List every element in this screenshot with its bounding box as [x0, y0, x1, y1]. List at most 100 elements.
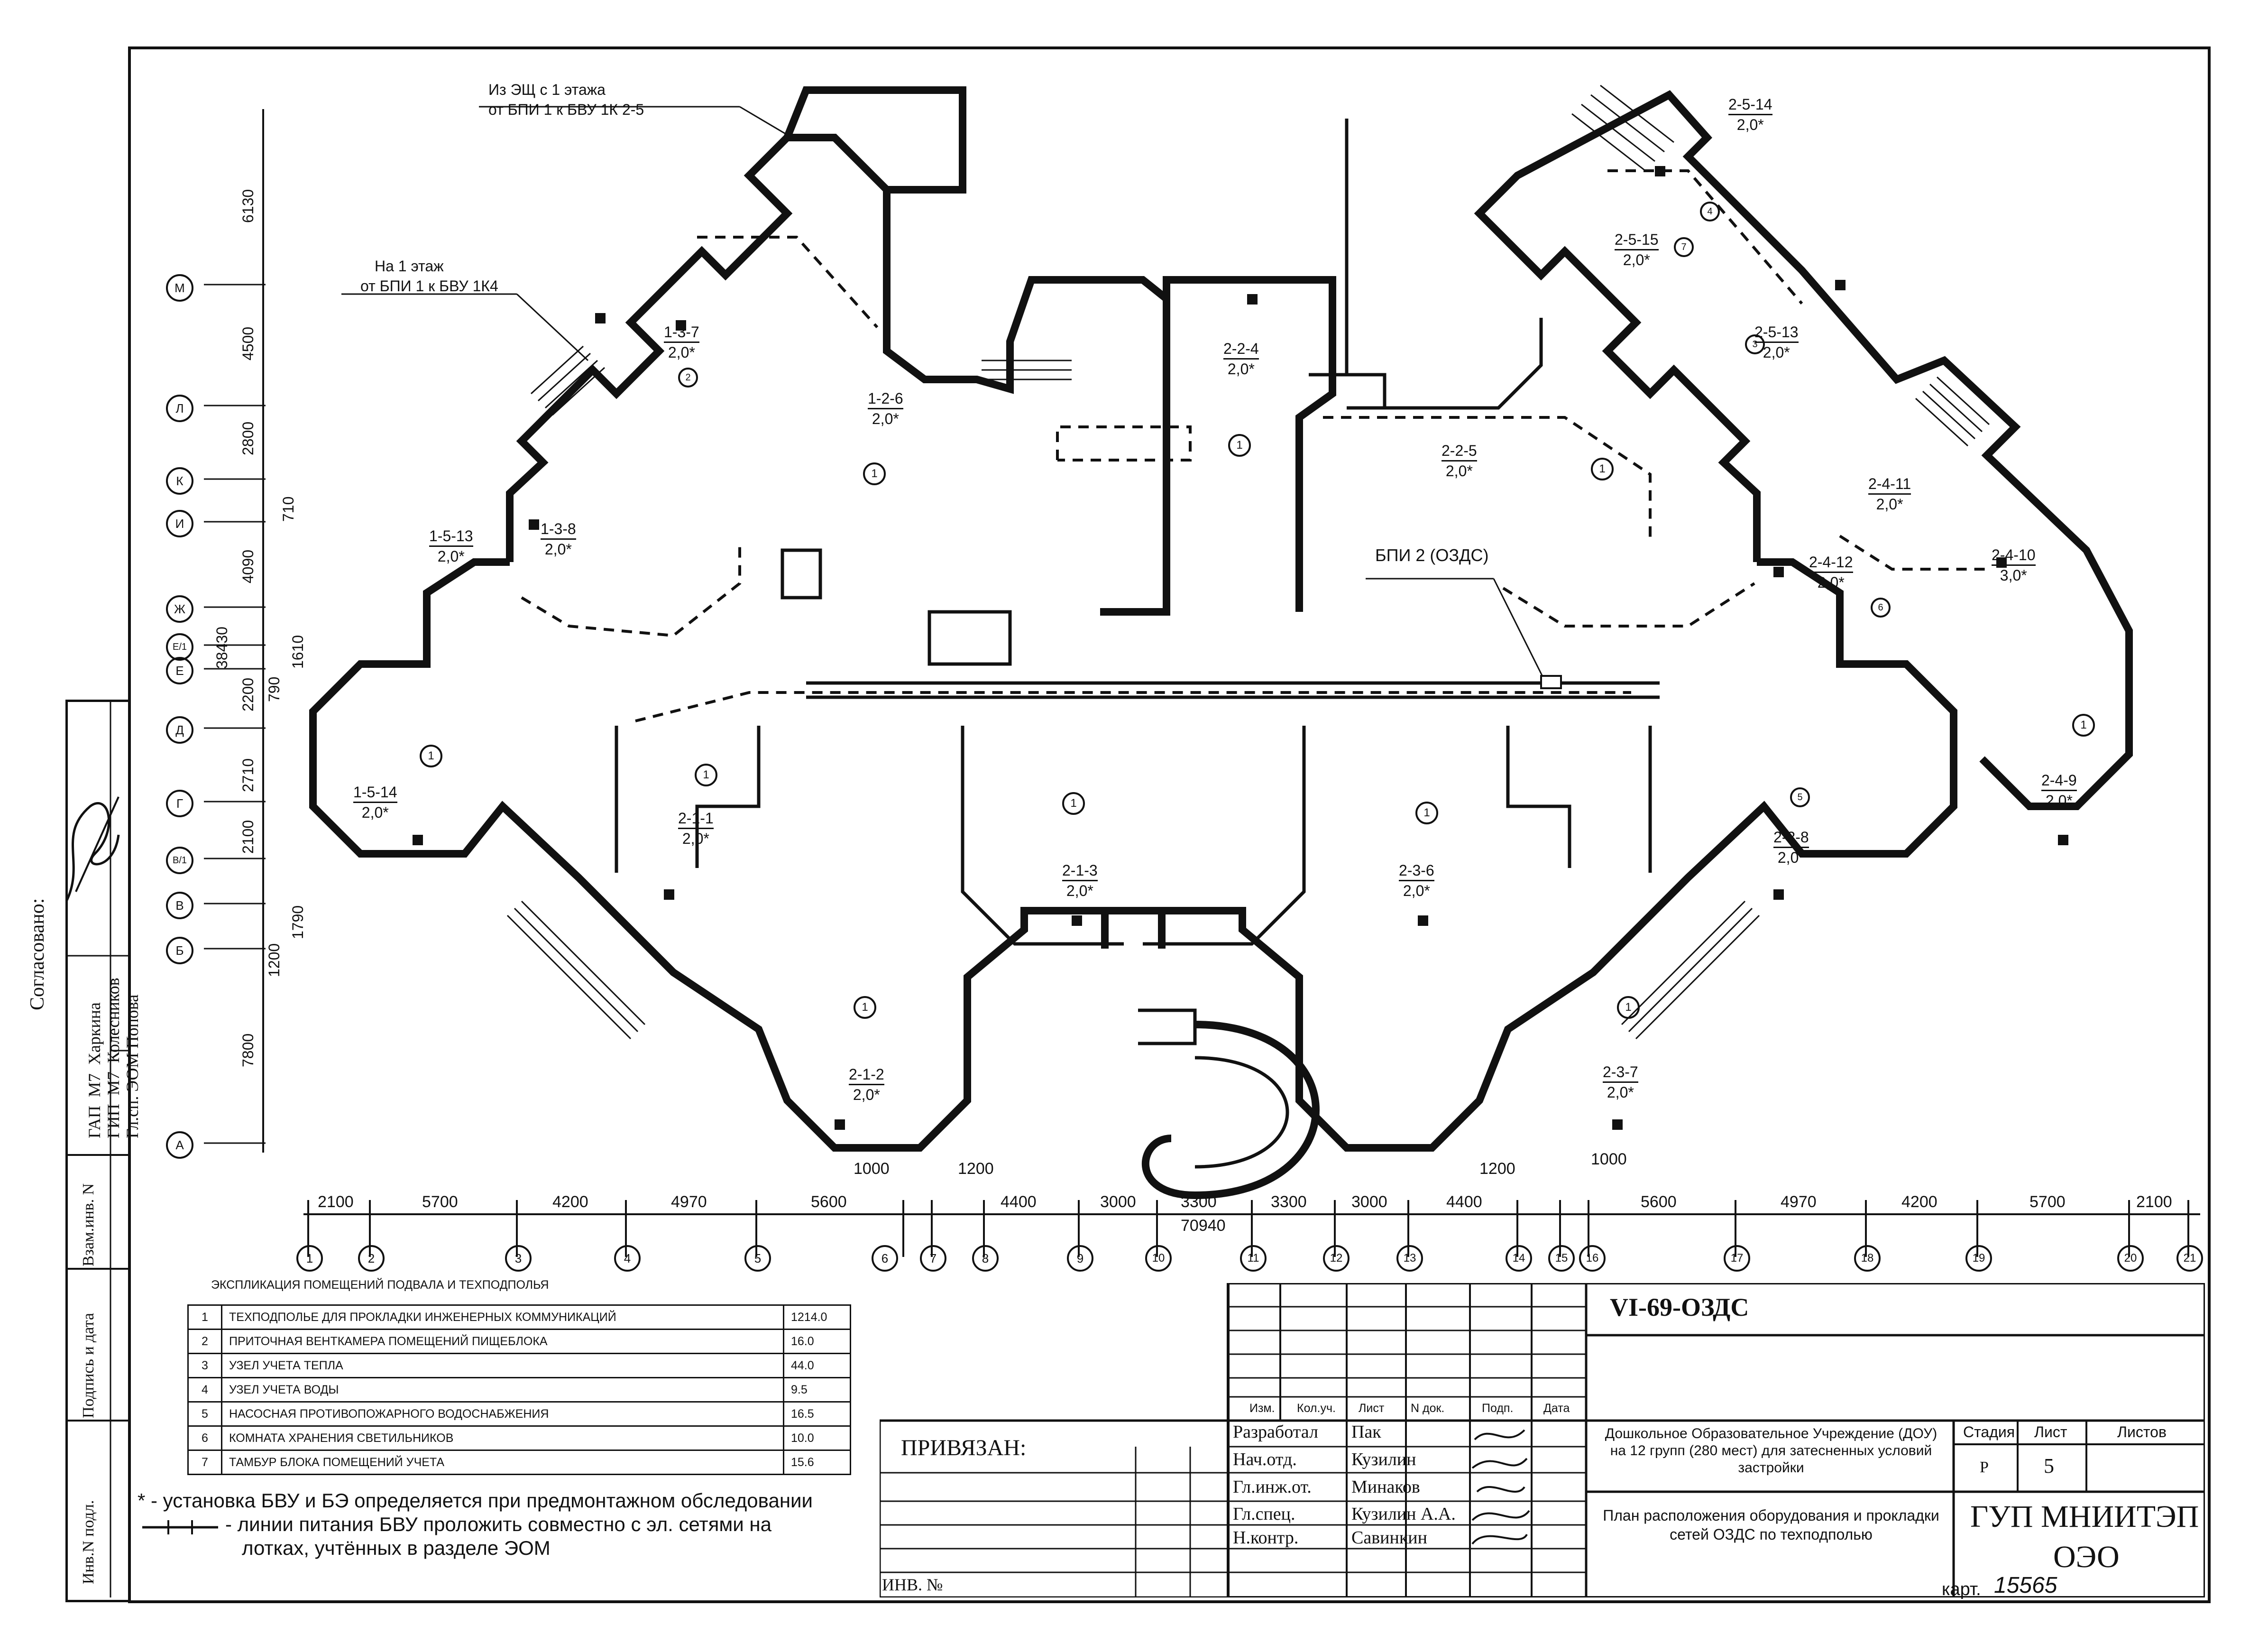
org-name: ГУП МНИИТЭП [1970, 1499, 2199, 1534]
note-from-eshch: Из ЭЩ с 1 этажа от БПИ 1 к БВУ 1К 2-5 [488, 81, 644, 118]
axis-5: 5 [744, 1245, 771, 1272]
dim-1000-left: 1000 [854, 1160, 890, 1178]
vdim-2200: 2200 [239, 677, 257, 711]
hdim-9: 3000 [1351, 1193, 1387, 1211]
inv-no-label: ИНВ. № [882, 1575, 943, 1594]
vdim-790: 790 [266, 676, 283, 702]
axis-a: А [166, 1131, 193, 1159]
signatures [1468, 1421, 1534, 1565]
room-mark: 1 [695, 764, 717, 786]
staff-name: Кузилин А.А. [1351, 1504, 1456, 1524]
drawing-code: VI-69-ОЗДС [1610, 1293, 1749, 1321]
axis-l: Л [166, 395, 193, 422]
staff-role: Нач.отд. [1233, 1450, 1297, 1469]
vdim-710: 710 [280, 496, 297, 522]
title-block: VI-69-ОЗДС ПРИВЯЗАН: ИНВ. № Изм. Кол.уч.… [880, 1283, 2205, 1599]
room-mark: 1 [1591, 458, 1614, 480]
room-mark: 5 [1790, 787, 1810, 807]
room-mark: 2 [678, 368, 698, 388]
note-bvu-install: * - установка БВУ и БЭ определяется при … [138, 1489, 813, 1512]
hdim-10: 4400 [1446, 1193, 1482, 1211]
axis-b: Б [166, 937, 193, 964]
dashed-partitions [521, 169, 1992, 722]
axis-e: Е [166, 657, 193, 684]
explication-title: экспликация помещений подвала и техподпо… [211, 1278, 549, 1292]
axis-13: 13 [1396, 1245, 1423, 1272]
staff-name: Кузилин [1351, 1450, 1416, 1469]
axis-7: 7 [920, 1245, 946, 1272]
room-mark: 6 [1871, 598, 1891, 618]
room-mark: 1 [1415, 802, 1438, 824]
stage-value: Р [1980, 1459, 1989, 1476]
sheet-value: 5 [2044, 1454, 2054, 1477]
dim-1000-right: 1000 [1591, 1150, 1627, 1168]
axis-14: 14 [1506, 1245, 1532, 1272]
axis-21: 21 [2176, 1245, 2203, 1272]
hdim-6: 3000 [1100, 1193, 1136, 1211]
hdim-13: 4200 [1901, 1193, 1937, 1211]
vdim-38430: 38430 [213, 627, 230, 669]
vdim-7800: 7800 [239, 1033, 257, 1067]
vdim-4500: 4500 [239, 326, 257, 360]
sheets-header: Листов [2117, 1423, 2167, 1440]
sheet-title: План расположения оборудования и проклад… [1603, 1507, 1939, 1543]
room-mark: 1 [2072, 714, 2095, 737]
staff-name: Пак [1351, 1422, 1381, 1442]
room-mark: 1 [854, 996, 876, 1019]
note-power-lines-2: лотках, учтённых в разделе ЭОМ [242, 1537, 551, 1559]
vdim-2100: 2100 [239, 820, 257, 854]
axis-v1: В/1 [166, 847, 193, 874]
staff-role: Н.контр. [1233, 1528, 1299, 1548]
axis-10: 10 [1145, 1245, 1172, 1272]
room-mark: 1 [1228, 434, 1251, 457]
head-list: Лист [1359, 1402, 1385, 1415]
axis-6: 6 [872, 1245, 898, 1272]
staff-role: Гл.инж.от. [1233, 1477, 1312, 1497]
project-name: Дошкольное Образовательное Учреждение (Д… [1605, 1426, 1937, 1476]
staff-name: Савинкин [1351, 1528, 1427, 1548]
head-ndoc: N док. [1411, 1402, 1445, 1415]
hdim-14: 5700 [2029, 1193, 2066, 1211]
staff-role: Разработал [1233, 1422, 1318, 1442]
side-stamp-lines [65, 700, 131, 1597]
dim-1200-left: 1200 [958, 1160, 994, 1178]
hdim-2: 4200 [552, 1193, 588, 1211]
room-mark: 1 [863, 462, 886, 485]
axis-v: В [166, 892, 193, 919]
axis-i: И [166, 510, 193, 537]
axis-3: 3 [505, 1245, 532, 1272]
axis-18: 18 [1854, 1245, 1881, 1272]
total-dimension: 70940 [1181, 1217, 1226, 1235]
kart-label: карт. [1942, 1579, 1981, 1599]
dim-1200-right: 1200 [1479, 1160, 1515, 1178]
room-mark: 3 [1745, 334, 1765, 354]
hdim-15: 2100 [2136, 1193, 2172, 1211]
head-kol: Кол.уч. [1297, 1402, 1336, 1415]
axis-1: 1 [296, 1245, 323, 1272]
bpi2-label: БПИ 2 (ОЗДС) [1375, 545, 1489, 565]
vdim-1610: 1610 [289, 635, 306, 669]
axis-k: К [166, 467, 193, 495]
leader-lines [341, 106, 1547, 683]
hdim-11: 5600 [1641, 1193, 1677, 1211]
axis-zh: Ж [166, 595, 193, 623]
axis-4: 4 [614, 1245, 641, 1272]
head-podp: Подп. [1482, 1402, 1514, 1415]
room-mark: 1 [1617, 996, 1640, 1019]
axis-11: 11 [1240, 1245, 1267, 1272]
